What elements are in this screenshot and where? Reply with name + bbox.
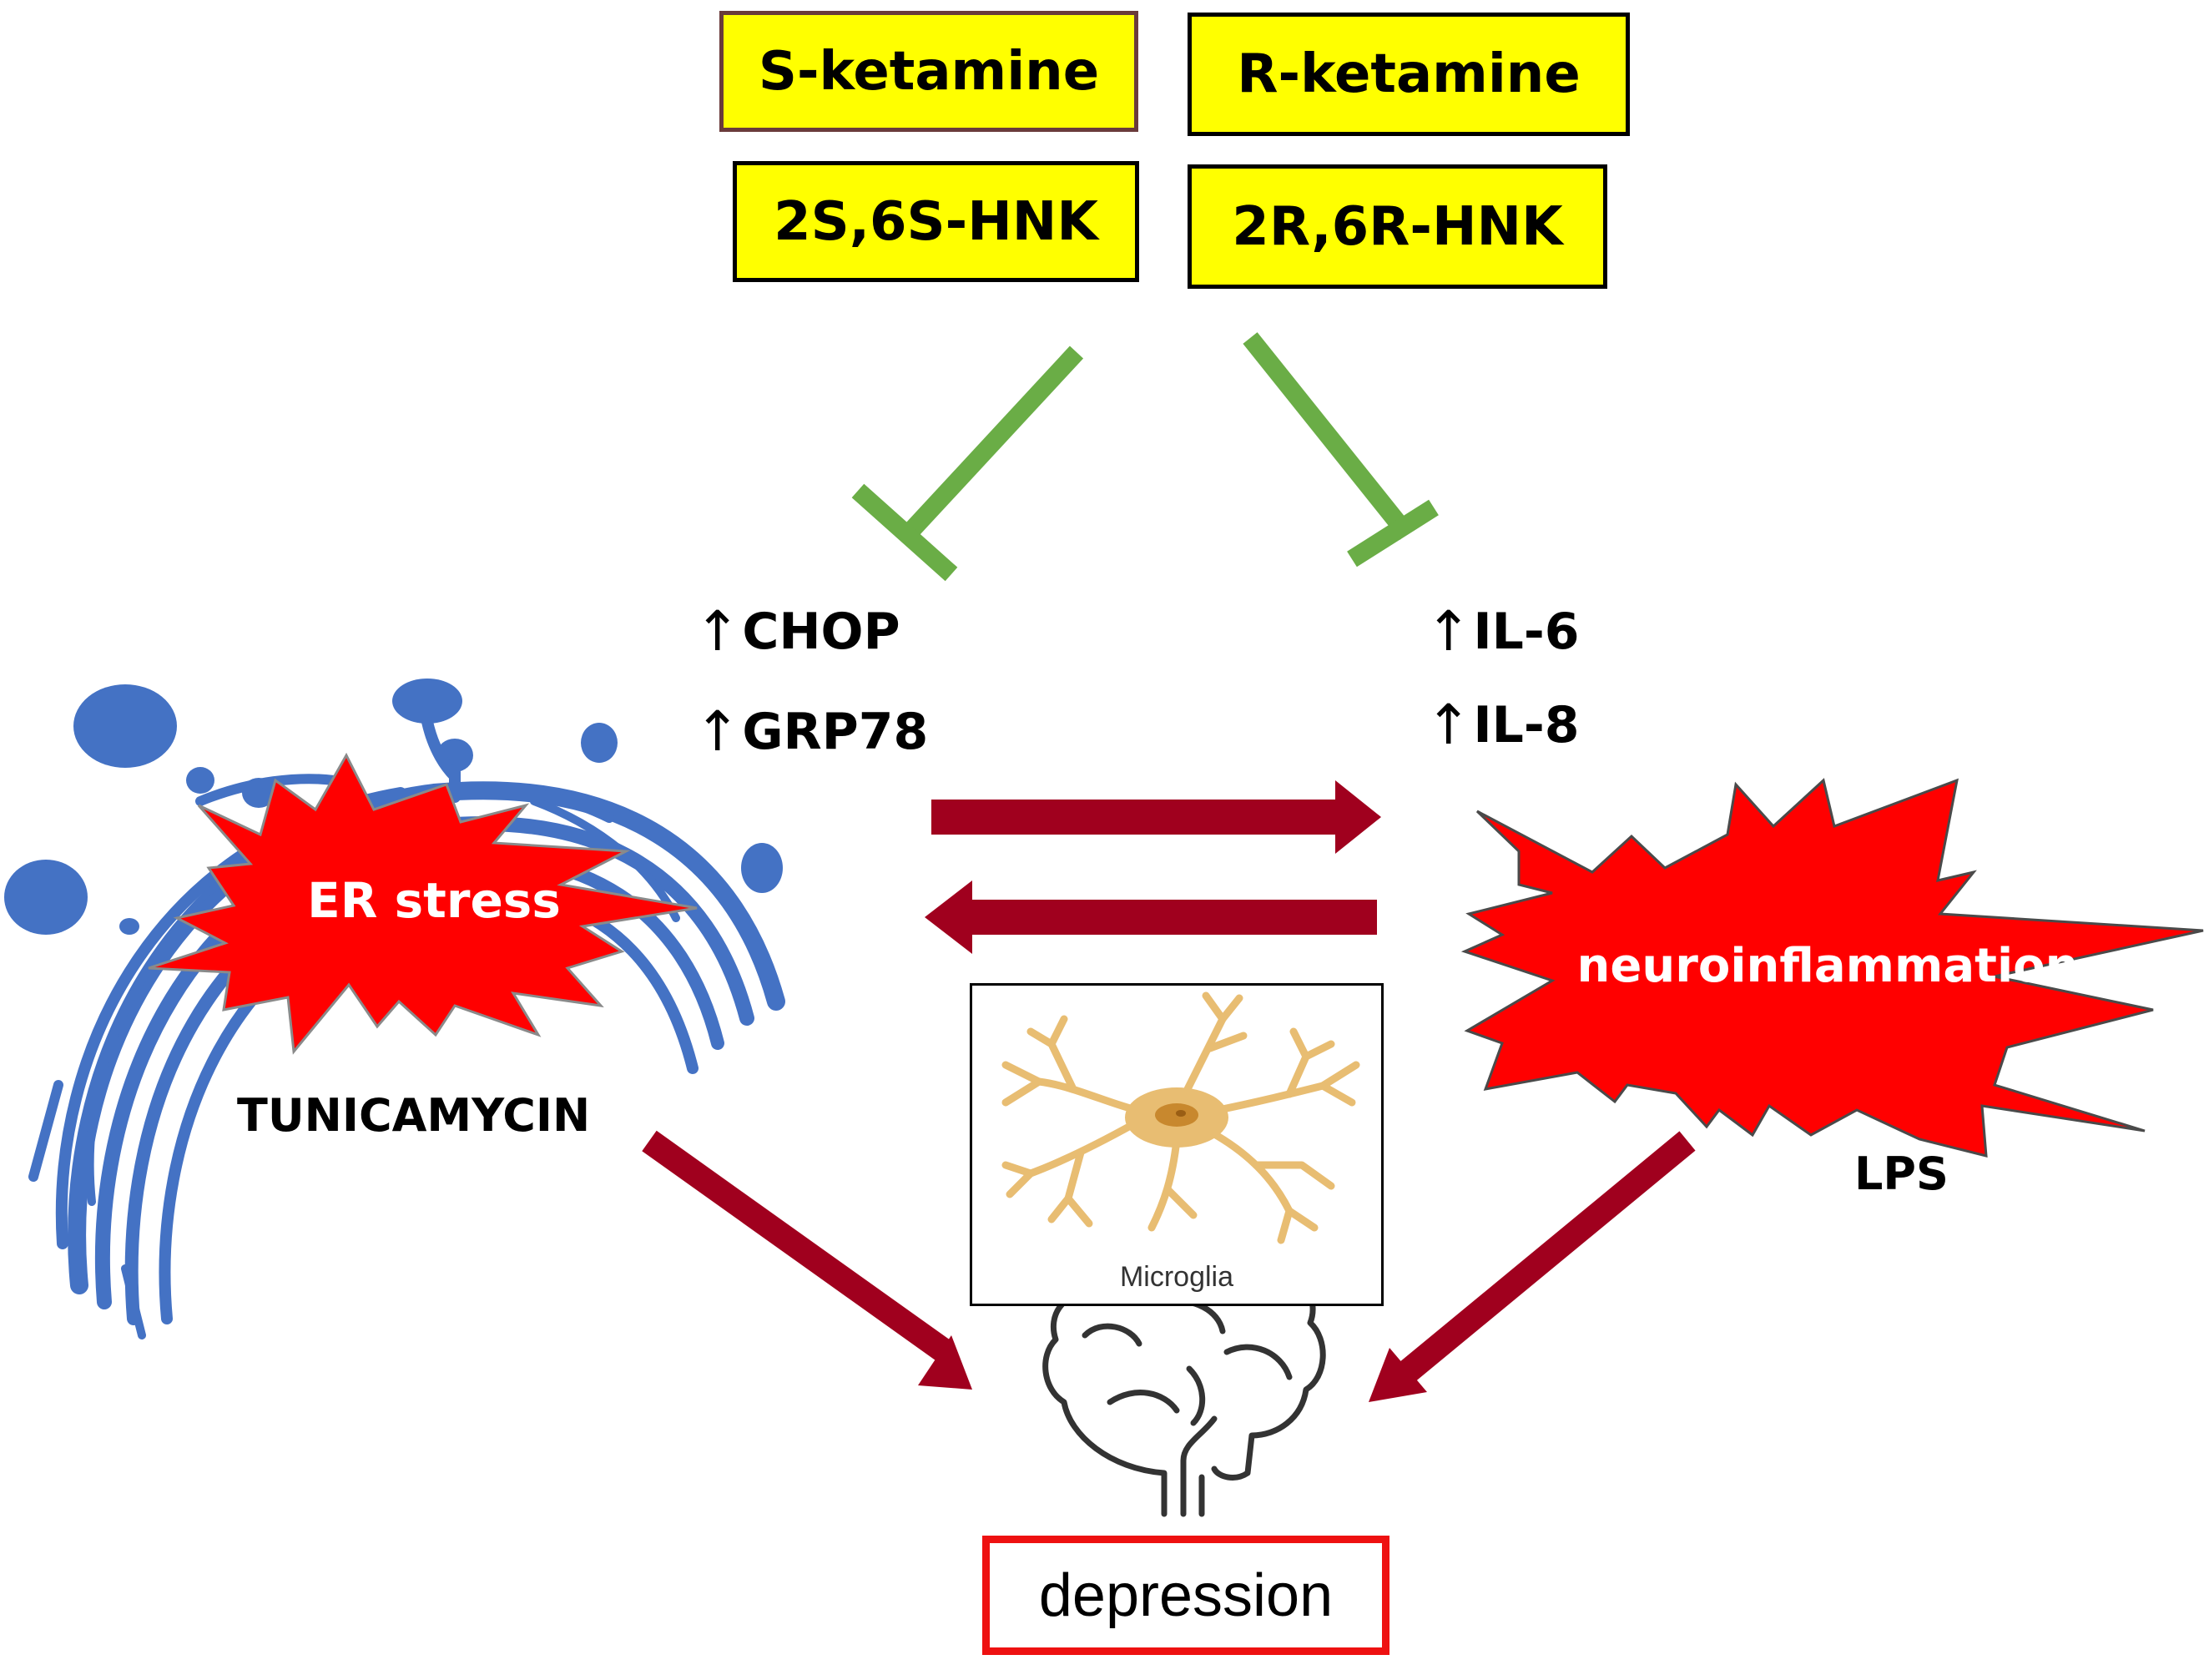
r-ketamine-box: R-ketamine xyxy=(1188,13,1630,136)
s-ketamine-label: S-ketamine xyxy=(758,40,1100,103)
2r6r-hnk-label: 2R,6R-HNK xyxy=(1232,195,1563,258)
chop-marker: ↑ CHOP xyxy=(694,599,900,663)
arrow-er-to-inflammation xyxy=(931,780,1381,854)
er-stress-label: ER stress xyxy=(307,872,561,929)
neuroinflammation-label: neuroinflammation xyxy=(1576,939,2079,993)
il8-label: IL-8 xyxy=(1473,695,1580,754)
depression-label: depression xyxy=(1038,1561,1334,1629)
s-ketamine-box: S-ketamine xyxy=(719,11,1138,132)
2s6s-hnk-label: 2S,6S-HNK xyxy=(774,190,1098,253)
microglia-caption: Microglia xyxy=(1119,1261,1234,1293)
lps-label: LPS xyxy=(1854,1148,1949,1200)
up-arrow-icon: ↑ xyxy=(694,699,741,764)
arrow-inflammation-to-depression xyxy=(1369,1131,1696,1402)
er-stress-burst xyxy=(148,752,698,1055)
microglia-icon xyxy=(1001,991,1360,1244)
2r6r-hnk-box: 2R,6R-HNK xyxy=(1188,164,1607,289)
microglia-panel: Microglia xyxy=(970,983,1384,1306)
up-arrow-icon: ↑ xyxy=(1425,693,1472,757)
il6-marker: ↑ IL-6 xyxy=(1425,599,1580,663)
grp78-marker: ↑ GRP78 xyxy=(694,699,928,764)
r-ketamine-label: R-ketamine xyxy=(1237,43,1581,105)
il8-marker: ↑ IL-8 xyxy=(1425,693,1580,757)
tunicamycin-label: TUNICAMYCIN xyxy=(237,1089,591,1142)
grp78-label: GRP78 xyxy=(742,702,929,761)
depression-box: depression xyxy=(982,1536,1389,1655)
chop-label: CHOP xyxy=(742,602,900,661)
il6-label: IL-6 xyxy=(1473,602,1580,661)
inhibition-left xyxy=(851,346,1084,582)
2s6s-hnk-box: 2S,6S-HNK xyxy=(733,161,1139,282)
up-arrow-icon: ↑ xyxy=(694,599,741,663)
inhibition-right xyxy=(1243,332,1439,568)
neuroinflammation-burst xyxy=(1460,778,2204,1158)
up-arrow-icon: ↑ xyxy=(1425,599,1472,663)
arrow-inflammation-to-er xyxy=(925,880,1377,954)
arrow-er-to-depression xyxy=(642,1130,972,1390)
